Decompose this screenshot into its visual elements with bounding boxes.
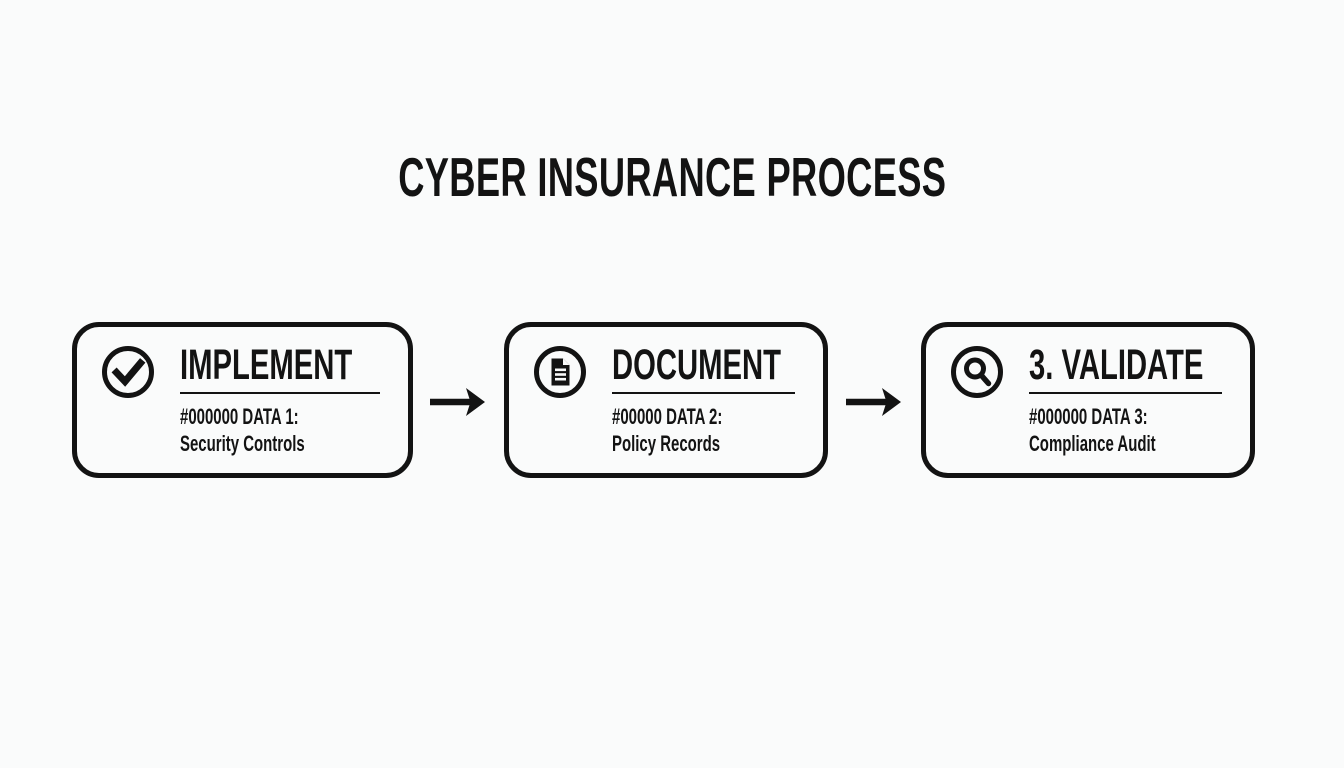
step-title: DOCUMENT — [612, 341, 781, 389]
title-underline — [612, 391, 795, 394]
step-label-line: Policy Records — [612, 431, 721, 457]
step-data-line: #000000 DATA 3: — [1029, 403, 1148, 429]
step-label-line: Security Controls — [180, 431, 305, 457]
step-subtext: #000000 DATA 1: Security Controls — [180, 403, 382, 458]
step-box-document: DOCUMENT #00000 DATA 2: Policy Records — [504, 322, 828, 478]
step-body: DOCUMENT #00000 DATA 2: Policy Records — [612, 341, 797, 458]
step-subtext: #000000 DATA 3: Compliance Audit — [1029, 403, 1224, 458]
arrow-right-icon — [429, 383, 487, 421]
step-title: IMPLEMENT — [180, 341, 353, 389]
document-circle-icon — [532, 344, 588, 400]
search-circle-icon — [949, 344, 1005, 400]
step-data-line: #00000 DATA 2: — [612, 403, 723, 429]
step-subtext: #00000 DATA 2: Policy Records — [612, 403, 797, 458]
page-title: CYBER INSURANCE PROCESS — [0, 150, 1344, 205]
page-title-text: CYBER INSURANCE PROCESS — [397, 146, 947, 208]
step-label-line: Compliance Audit — [1029, 431, 1156, 457]
step-data-line: #000000 DATA 1: — [180, 403, 299, 429]
step-box-validate: 3. VALIDATE #000000 DATA 3: Compliance A… — [921, 322, 1255, 478]
step-body: IMPLEMENT #000000 DATA 1: Security Contr… — [180, 341, 382, 458]
step-box-implement: IMPLEMENT #000000 DATA 1: Security Contr… — [72, 322, 413, 478]
check-circle-icon — [100, 344, 156, 400]
step-body: 3. VALIDATE #000000 DATA 3: Compliance A… — [1029, 341, 1224, 458]
arrow-right-icon — [845, 383, 903, 421]
title-underline — [180, 391, 380, 394]
step-title: 3. VALIDATE — [1029, 341, 1204, 389]
title-underline — [1029, 391, 1222, 394]
